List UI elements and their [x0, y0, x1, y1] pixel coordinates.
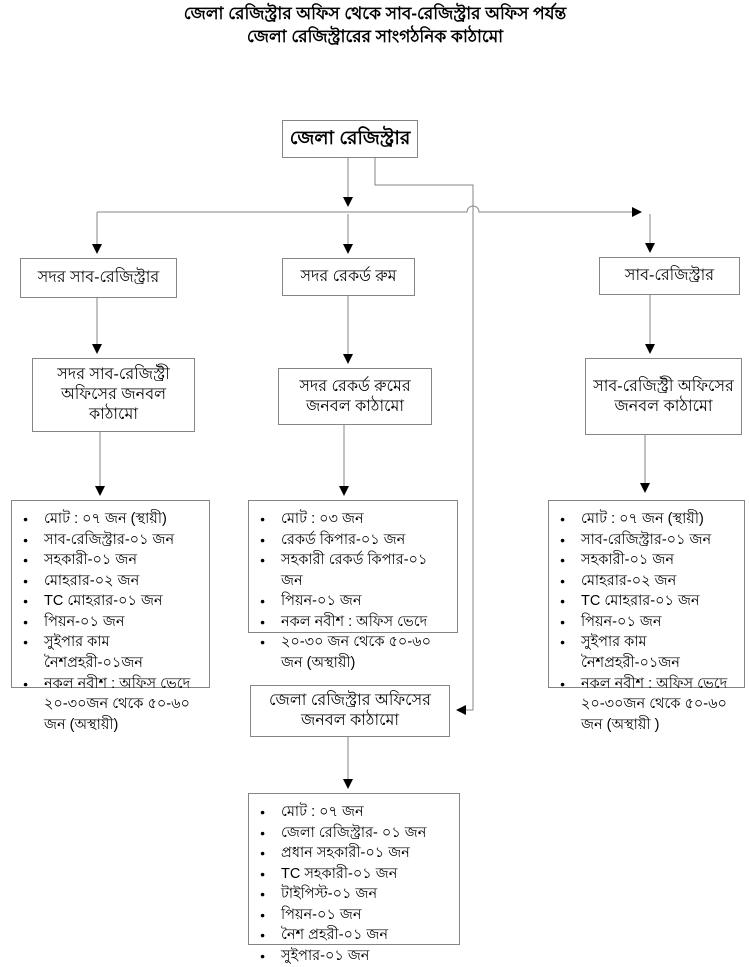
box-sub-registrar-label: সাব-রেজিস্ট্রার	[624, 267, 715, 284]
box-sub-registry-staff-structure: সাব-রেজিস্ট্রী অফিসের জনবল কাঠামো	[585, 358, 742, 435]
staff-list-item: সহকারী-০১ জন	[18, 550, 205, 571]
box-record-room-staff-structure-label: সদর রেকর্ড রুমের জনবল কাঠামো	[299, 377, 411, 415]
staff-list-item: মোট : ০৭ জন	[255, 802, 455, 823]
box-district-registrar-label: জেলা রেজিস্ট্রার	[289, 128, 411, 150]
box-sadar-sub-registrar-label: সদর সাব-রেজিস্ট্রার	[37, 269, 160, 286]
staff-list-item: নৈশ প্রহরী-০১ জন	[255, 925, 455, 946]
staff-list: মোট : ০৭ জনজেলা রেজিস্ট্রার- ০১ জনপ্রধান…	[255, 802, 455, 967]
staff-list-item: TC মোহরার-০১ জন	[555, 591, 740, 612]
page-title: জেলা রেজিস্ট্রার অফিস থেকে সাব-রেজিস্ট্র…	[0, 3, 750, 49]
box-sub-registry-staff-structure-label: সাব-রেজিস্ট্রী অফিসের জনবল কাঠামো	[593, 377, 734, 415]
staff-list-item: সহকারী রেকর্ড কিপার-০১ জন	[255, 550, 453, 591]
staff-list-item: পিয়ন-০১ জন	[555, 612, 740, 633]
staff-list: মোট : ০৭ জন (স্থায়ী)সাব-রেজিস্ট্রার-০১ …	[555, 509, 740, 735]
box-sadar-sub-registrar: সদর সাব-রেজিস্ট্রার	[20, 258, 177, 298]
box-sadar-sub-registry-staff-structure-label: সদর সাব-রেজিস্ট্রী অফিসের জনবল কাঠামো	[57, 366, 170, 423]
staff-list-item: প্রধান সহকারী-০১ জন	[255, 843, 455, 864]
box-sadar-record-room-label: সদর রেকর্ড রুম	[300, 268, 397, 285]
staff-list-item: নকল নবীশ : অফিস ভেদে ২০-৩০জন থেকে ৫০-৬০ …	[555, 674, 740, 736]
staff-list-item: জেলা রেজিস্ট্রার- ০১ জন	[255, 823, 455, 844]
box-sadar-sub-registry-staff-structure: সদর সাব-রেজিস্ট্রী অফিসের জনবল কাঠামো	[32, 358, 195, 432]
staff-list-item: পিয়ন-০১ জন	[18, 612, 205, 633]
staff-list-item: সুইপার কাম নৈশপ্রহরী-০১জন	[555, 632, 740, 673]
staff-list-item: নকল নবীশ : অফিস ভেদে	[255, 612, 453, 633]
connector-distribution-line	[97, 205, 642, 217]
staff-list-item: সুইপার-০১ জন	[255, 946, 455, 967]
list-sub-registry-staff: মোট : ০৭ জন (স্থায়ী)সাব-রেজিস্ট্রার-০১ …	[548, 500, 745, 733]
staff-list-item: নকল নবীশ : অফিস ভেদে ২০-৩০জন থেকে ৫০-৬০ …	[18, 674, 205, 736]
staff-list-item: ২০-৩০ জন থেকে ৫০-৬০ জন (অস্থায়ী)	[255, 632, 453, 673]
staff-list-item: সাব-রেজিস্ট্রার-০১ জন	[555, 530, 740, 551]
staff-list-item: পিয়ন-০১ জন	[255, 591, 453, 612]
staff-list-item: সুইপার কাম নৈশপ্রহরী-০১জন	[18, 632, 205, 673]
staff-list-item: সহকারী-০১ জন	[555, 550, 740, 571]
list-sadar-sub-registry-staff: মোট : ০৭ জন (স্থায়ী)সাব-রেজিস্ট্রার-০১ …	[11, 500, 210, 733]
list-record-room-staff: মোট : ০৩ জনরেকর্ড কিপার-০১ জনসহকারী রেকর…	[248, 500, 458, 671]
page-title-line1: জেলা রেজিস্ট্রার অফিস থেকে সাব-রেজিস্ট্র…	[183, 4, 567, 23]
staff-list-item: মোট : ০৭ জন (স্থায়ী)	[555, 509, 740, 530]
box-district-registrar-office-staff-structure-label: জেলা রেজিস্ট্রার অফিসের জনবল কাঠামো	[269, 692, 431, 729]
list-district-registrar-office-staff: মোট : ০৭ জনজেলা রেজিস্ট্রার- ০১ জনপ্রধান…	[248, 793, 460, 966]
box-district-registrar: জেলা রেজিস্ট্রার	[282, 120, 418, 158]
staff-list-item: রেকর্ড কিপার-০১ জন	[255, 530, 453, 551]
staff-list-item: পিয়ন-০১ জন	[255, 905, 455, 926]
staff-list-item: মোট : ০৩ জন	[255, 509, 453, 530]
box-sub-registrar: সাব-রেজিস্ট্রার	[599, 257, 740, 295]
staff-list-item: TC মোহরার-০১ জন	[18, 591, 205, 612]
staff-list-item: সাব-রেজিস্ট্রার-০১ জন	[18, 530, 205, 551]
box-sadar-record-room: সদর রেকর্ড রুম	[282, 258, 415, 296]
staff-list-item: মোহরার-০২ জন	[18, 571, 205, 592]
box-district-registrar-office-staff-structure: জেলা রেজিস্ট্রার অফিসের জনবল কাঠামো	[250, 685, 450, 737]
staff-list: মোট : ০৭ জন (স্থায়ী)সাব-রেজিস্ট্রার-০১ …	[18, 509, 205, 735]
staff-list-item: মোহরার-০২ জন	[555, 571, 740, 592]
staff-list-item: টাইপিস্ট-০১ জন	[255, 884, 455, 905]
page-title-line2: জেলা রেজিস্ট্রারের সাংগঠনিক কাঠামো	[246, 26, 504, 46]
box-record-room-staff-structure: সদর রেকর্ড রুমের জনবল কাঠামো	[278, 368, 432, 425]
staff-list-item: মোট : ০৭ জন (স্থায়ী)	[18, 509, 205, 530]
staff-list: মোট : ০৩ জনরেকর্ড কিপার-০১ জনসহকারী রেকর…	[255, 509, 453, 674]
staff-list-item: TC সহকারী-০১ জন	[255, 864, 455, 885]
